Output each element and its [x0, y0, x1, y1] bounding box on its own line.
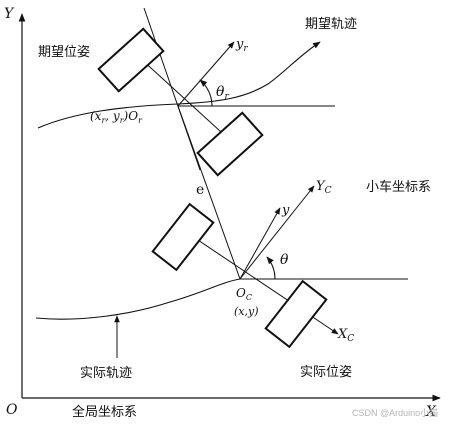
theta-r-arc [199, 79, 213, 107]
desired-wheel-bottom [196, 111, 264, 177]
yc-label: YC [316, 179, 332, 196]
oc-label: OC [236, 286, 252, 302]
y-small-label: y [281, 203, 290, 218]
theta-arc [266, 256, 276, 280]
origin-label: O [6, 402, 18, 418]
label-expected-pose: 期望位姿 [38, 44, 90, 60]
expected-trajectory-curve [37, 41, 321, 129]
label-actual-pose: 实际位姿 [300, 364, 352, 380]
actual-trajectory-curve [35, 278, 241, 320]
xc-label: XC [337, 327, 354, 344]
desired-y-axis [177, 41, 235, 107]
label-vehicle-frame: 小车坐标系 [366, 179, 431, 195]
actual-wheel-top [151, 202, 215, 272]
actual-y-axis-small [239, 207, 281, 280]
label-global-frame: 全局坐标系 [72, 404, 137, 420]
actual-yc-axis [239, 185, 315, 280]
watermark: CSDN @Arduino小猫 [352, 407, 438, 418]
desired-point-label: (xr, yr)Or [90, 109, 143, 125]
actual-wheel-bottom [264, 279, 328, 349]
theta-label: θ [280, 252, 289, 268]
desired-wheel-top [97, 27, 165, 93]
yr-label: yr [235, 37, 248, 54]
desired-axle-line [139, 57, 233, 143]
theta-r-label: θr [216, 84, 229, 102]
xy-point-label: (x,y) [234, 305, 259, 318]
x-axis-label: X [425, 404, 437, 420]
y-axis-label: Y [4, 6, 15, 22]
label-expected-trajectory: 期望轨迹 [305, 16, 357, 32]
desired-heading-line [143, 7, 201, 171]
label-actual-trajectory: 实际轨迹 [80, 366, 132, 381]
error-label: e [196, 182, 204, 198]
error-line [177, 105, 241, 280]
actual-xc-axis [185, 231, 339, 335]
